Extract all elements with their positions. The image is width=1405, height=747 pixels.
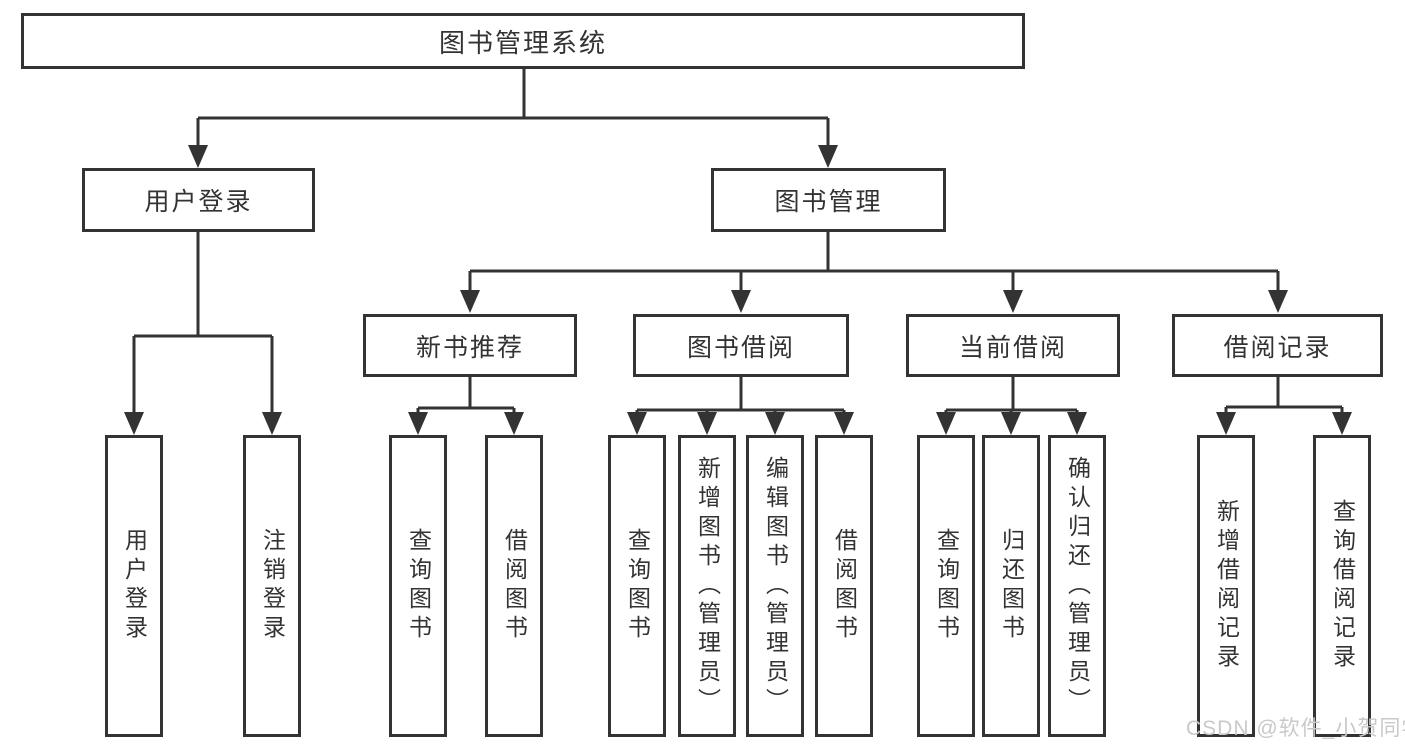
node-logout: 注销登录 (243, 435, 301, 737)
node-user-login: 用户登录 (82, 168, 315, 232)
node-return-books: 归还图书 (982, 435, 1040, 737)
node-label: 图书管理 (774, 188, 883, 216)
node-add-book-admin: 新增图书（管理员） (678, 435, 736, 737)
node-label: 用户登录 (144, 188, 253, 216)
node-confirm-return-admin: 确认归还（管理员） (1048, 435, 1106, 737)
node-label: 注销登录 (259, 528, 286, 644)
node-label: 借阅图书 (831, 528, 858, 644)
node-add-borrow-record: 新增借阅记录 (1197, 435, 1255, 737)
node-new-book-recommendation: 新书推荐 (363, 314, 577, 377)
watermark-text: CSDN @软件_小贺同学 (1186, 717, 1405, 740)
node-current-borrowing: 当前借阅 (906, 314, 1120, 377)
node-label: 借阅记录 (1223, 333, 1332, 362)
node-edit-book-admin: 编辑图书（管理员） (746, 435, 804, 737)
node-query-books-borrow: 查询图书 (608, 435, 666, 737)
node-borrow-books-recommend: 借阅图书 (485, 435, 543, 737)
node-user-login-leaf: 用户登录 (105, 435, 163, 737)
node-book-borrowing: 图书借阅 (633, 314, 849, 377)
node-label: 确认归还（管理员） (1064, 455, 1091, 717)
node-label: 新增借阅记录 (1213, 499, 1240, 673)
node-borrow-books-leaf: 借阅图书 (815, 435, 873, 737)
node-label: 编辑图书（管理员） (762, 455, 789, 717)
node-label: 查询图书 (405, 528, 432, 644)
node-query-books-recommend: 查询图书 (389, 435, 447, 737)
node-label: 查询图书 (624, 528, 651, 644)
node-label: 借阅图书 (501, 528, 528, 644)
node-book-management: 图书管理 (711, 168, 946, 232)
node-label: 用户登录 (121, 528, 148, 644)
node-label: 归还图书 (998, 528, 1025, 644)
node-query-borrow-record: 查询借阅记录 (1313, 435, 1371, 737)
node-borrowing-records: 借阅记录 (1172, 314, 1383, 377)
node-label: 查询图书 (933, 528, 960, 644)
node-library-management-system: 图书管理系统 (21, 13, 1025, 69)
node-label: 查询借阅记录 (1329, 499, 1356, 673)
node-label: 当前借阅 (958, 333, 1067, 362)
node-query-books-current: 查询图书 (917, 435, 975, 737)
node-label: 图书管理系统 (438, 27, 607, 58)
node-label: 新增图书（管理员） (694, 455, 721, 717)
node-label: 新书推荐 (415, 333, 524, 362)
node-label: 图书借阅 (686, 333, 795, 362)
